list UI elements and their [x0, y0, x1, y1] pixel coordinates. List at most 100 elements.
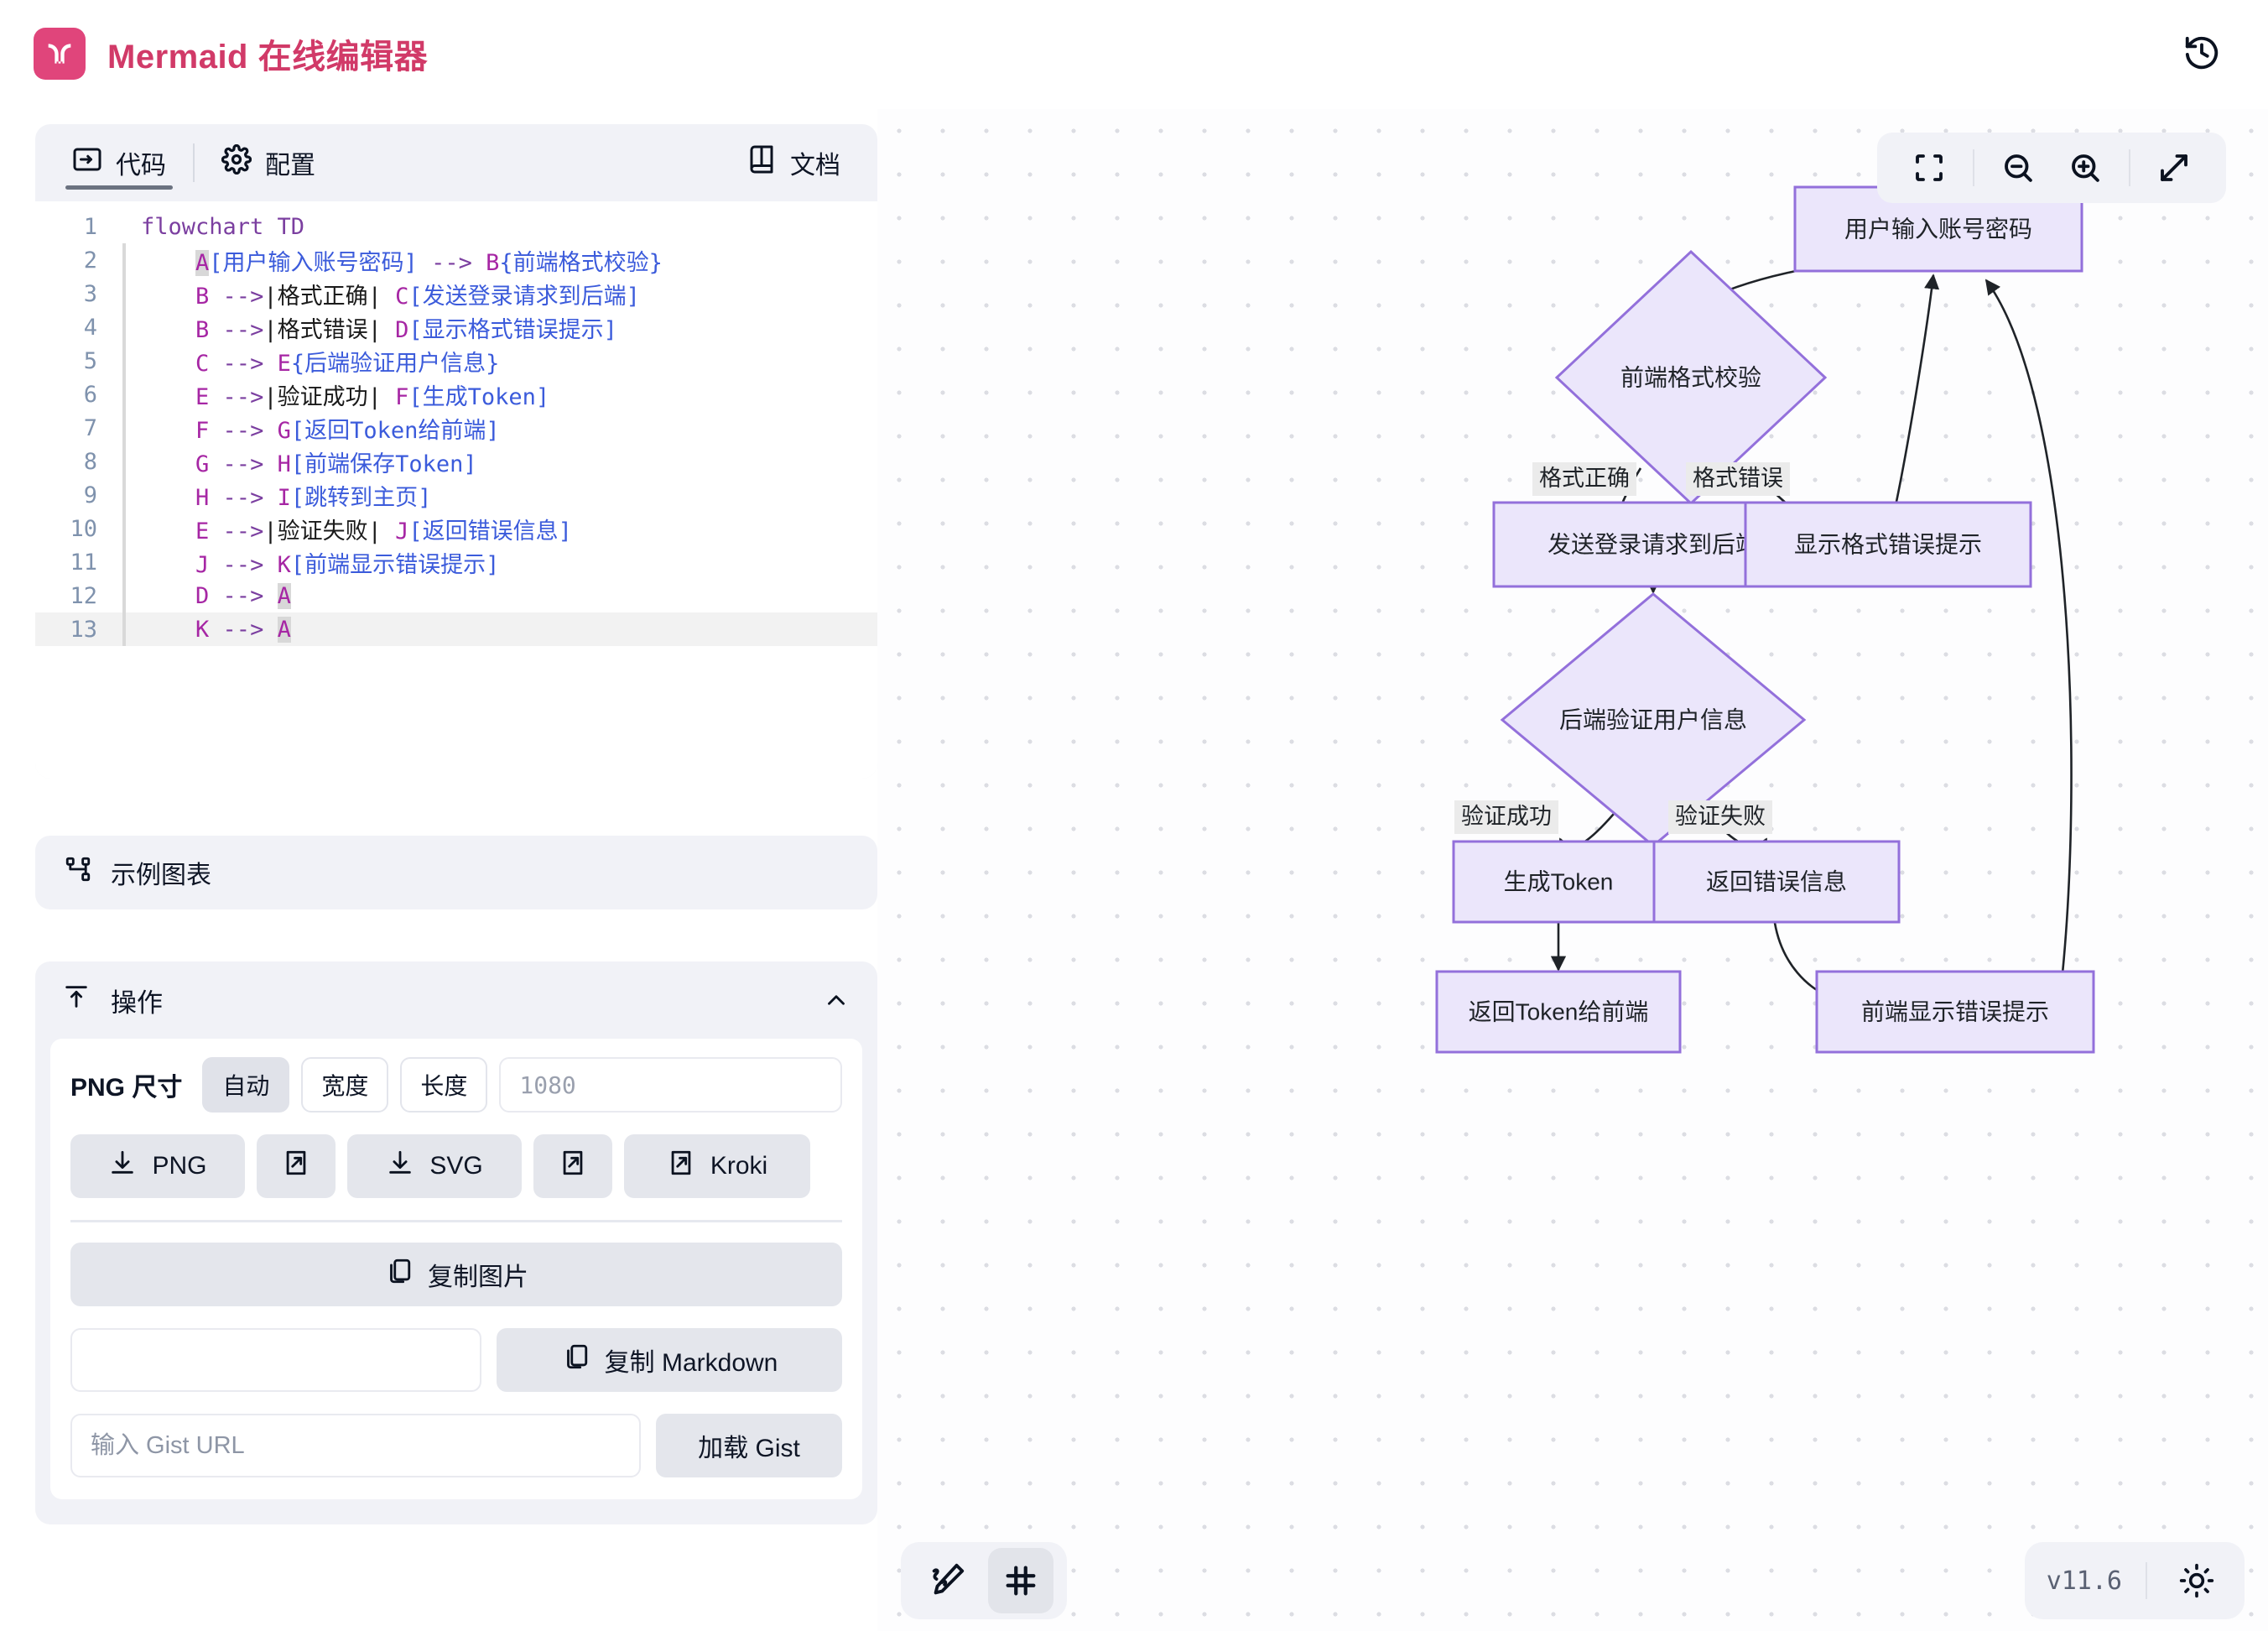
code-text: flowchart TD	[141, 213, 305, 240]
size-option-width[interactable]: 宽度	[301, 1057, 389, 1113]
flowchart-node-label: 后端验证用户信息	[1559, 706, 1747, 732]
kroki-label: Kroki	[710, 1152, 768, 1180]
tab-code-label: 代码	[116, 152, 166, 180]
size-option-height[interactable]: 长度	[400, 1057, 488, 1113]
kroki-button[interactable]: Kroki	[624, 1134, 810, 1198]
zoom-toolbar	[1877, 133, 2226, 203]
flowchart-node[interactable]: 前端显示错误提示	[1815, 970, 2095, 1054]
tab-divider	[193, 143, 195, 182]
edge-label-bg	[1532, 462, 1636, 496]
sample-diagram-label: 示例图表	[111, 862, 211, 889]
tab-docs-label: 文档	[790, 152, 840, 180]
open-png-external-button[interactable]	[257, 1134, 336, 1198]
code-text: A[用户输入账号密码] --> B{前端格式校验}	[195, 249, 663, 276]
editor-tabs: 代码 配置 文档	[35, 124, 877, 201]
markdown-input[interactable]	[70, 1328, 481, 1392]
code-line[interactable]: 6 E -->|验证成功| F[生成Token]	[35, 378, 877, 411]
load-gist-button[interactable]: 加载 Gist	[656, 1414, 842, 1477]
download-svg-label: SVG	[429, 1152, 483, 1180]
toolbar-divider	[2146, 1562, 2147, 1599]
tab-docs[interactable]: 文档	[728, 124, 859, 201]
code-text: K --> A	[195, 616, 291, 643]
diagram-preview[interactable]: 用户输入账号密码前端格式校验发送登录请求到后端显示格式错误提示后端验证用户信息生…	[877, 109, 2268, 1631]
grid-icon[interactable]	[988, 1548, 1053, 1613]
flowchart-svg: 用户输入账号密码前端格式校验发送登录请求到后端显示格式错误提示后端验证用户信息生…	[1435, 185, 2095, 1054]
tab-config[interactable]: 配置	[203, 124, 334, 201]
indent-guide	[122, 310, 126, 344]
fullscreen-icon[interactable]	[2142, 136, 2206, 200]
actions-body: PNG 尺寸 自动 宽度 长度 PNG	[50, 1039, 862, 1499]
png-size-input[interactable]	[499, 1057, 842, 1113]
code-line[interactable]: 5 C --> E{后端验证用户信息}	[35, 344, 877, 378]
download-png-button[interactable]: PNG	[70, 1134, 245, 1198]
indent-guide	[122, 545, 126, 579]
zoom-in-icon[interactable]	[2053, 136, 2117, 200]
flowchart-node[interactable]: 返回错误信息	[1652, 840, 1901, 924]
flowchart-node[interactable]: 显示格式错误提示	[1744, 501, 2032, 588]
external-link-icon	[559, 1149, 587, 1184]
actions-arrow-icon	[62, 982, 91, 1018]
indent-guide	[122, 579, 126, 612]
code-line[interactable]: 9 H --> I[跳转到主页]	[35, 478, 877, 512]
tab-config-label: 配置	[265, 152, 315, 180]
tab-code[interactable]: 代码	[54, 124, 185, 201]
fit-to-screen-icon[interactable]	[1897, 136, 1961, 200]
code-line[interactable]: 2 A[用户输入账号密码] --> B{前端格式校验}	[35, 243, 877, 277]
actions-title: 操作	[111, 987, 163, 1018]
indent-guide	[122, 243, 126, 277]
line-number: 11	[70, 549, 97, 576]
flowchart-node[interactable]: 生成Token	[1452, 840, 1665, 924]
open-svg-external-button[interactable]	[533, 1134, 612, 1198]
gist-url-input[interactable]	[70, 1414, 641, 1477]
code-text: G --> H[前端保存Token]	[195, 451, 477, 477]
code-line[interactable]: 3 B -->|格式正确| C[发送登录请求到后端]	[35, 277, 877, 310]
copy-image-label: 复制图片	[428, 1264, 528, 1291]
indent-guide	[122, 344, 126, 378]
download-svg-button[interactable]: SVG	[347, 1134, 522, 1198]
flowchart-edge-label: 格式错误	[1693, 466, 1783, 491]
indent-guide	[122, 445, 126, 478]
sun-icon[interactable]	[2171, 1555, 2223, 1607]
code-text: B -->|格式正确| C[发送登录请求到后端]	[195, 283, 640, 310]
actions-card: 操作 PNG 尺寸 自动 宽度 长度 PNG	[35, 961, 877, 1524]
gear-icon	[221, 143, 252, 181]
mermaid-logo-icon	[34, 28, 86, 80]
code-line[interactable]: 13 K --> A	[35, 612, 877, 646]
copy-icon	[384, 1257, 413, 1292]
code-line[interactable]: 7 F --> G[返回Token给前端]	[35, 411, 877, 445]
zoom-out-icon[interactable]	[1986, 136, 2050, 200]
sample-diagram-button[interactable]: 示例图表	[35, 836, 877, 909]
brand: Mermaid 在线编辑器	[34, 28, 428, 80]
copy-markdown-label: 复制 Markdown	[604, 1349, 778, 1377]
copy-markdown-button[interactable]: 复制 Markdown	[497, 1328, 842, 1392]
download-icon	[108, 1149, 137, 1184]
export-buttons-row: PNG SVG	[70, 1134, 842, 1198]
code-line[interactable]: 8 G --> H[前端保存Token]	[35, 445, 877, 478]
png-size-row: PNG 尺寸 自动 宽度 长度	[70, 1057, 842, 1113]
code-line[interactable]: 11 J --> K[前端显示错误提示]	[35, 545, 877, 579]
size-option-auto[interactable]: 自动	[202, 1057, 290, 1113]
external-link-icon	[282, 1149, 310, 1184]
copy-image-button[interactable]: 复制图片	[70, 1243, 842, 1306]
canvas-toolbar	[901, 1542, 1067, 1619]
history-icon[interactable]	[2176, 27, 2228, 79]
code-line[interactable]: 4 B -->|格式错误| D[显示格式错误提示]	[35, 310, 877, 344]
chevron-up-icon[interactable]	[822, 986, 850, 1014]
flowchart-edge	[1984, 279, 2073, 982]
line-number: 12	[70, 582, 97, 609]
app-header: Mermaid 在线编辑器	[0, 0, 2268, 107]
code-line[interactable]: 10 E -->|验证失败| J[返回错误信息]	[35, 512, 877, 545]
actions-header[interactable]: 操作	[35, 961, 877, 1039]
edge-label-bg	[1454, 800, 1558, 834]
line-number: 8	[83, 448, 97, 475]
code-line[interactable]: 12 D --> A	[35, 579, 877, 612]
line-number: 13	[70, 616, 97, 643]
flowchart-node[interactable]: 返回Token给前端	[1435, 970, 1682, 1054]
code-text: E -->|验证成功| F[生成Token]	[195, 383, 550, 410]
pan-edit-icon[interactable]	[914, 1548, 980, 1613]
copy-icon	[561, 1342, 590, 1378]
flowchart-node-label: 用户输入账号密码	[1844, 216, 2032, 242]
